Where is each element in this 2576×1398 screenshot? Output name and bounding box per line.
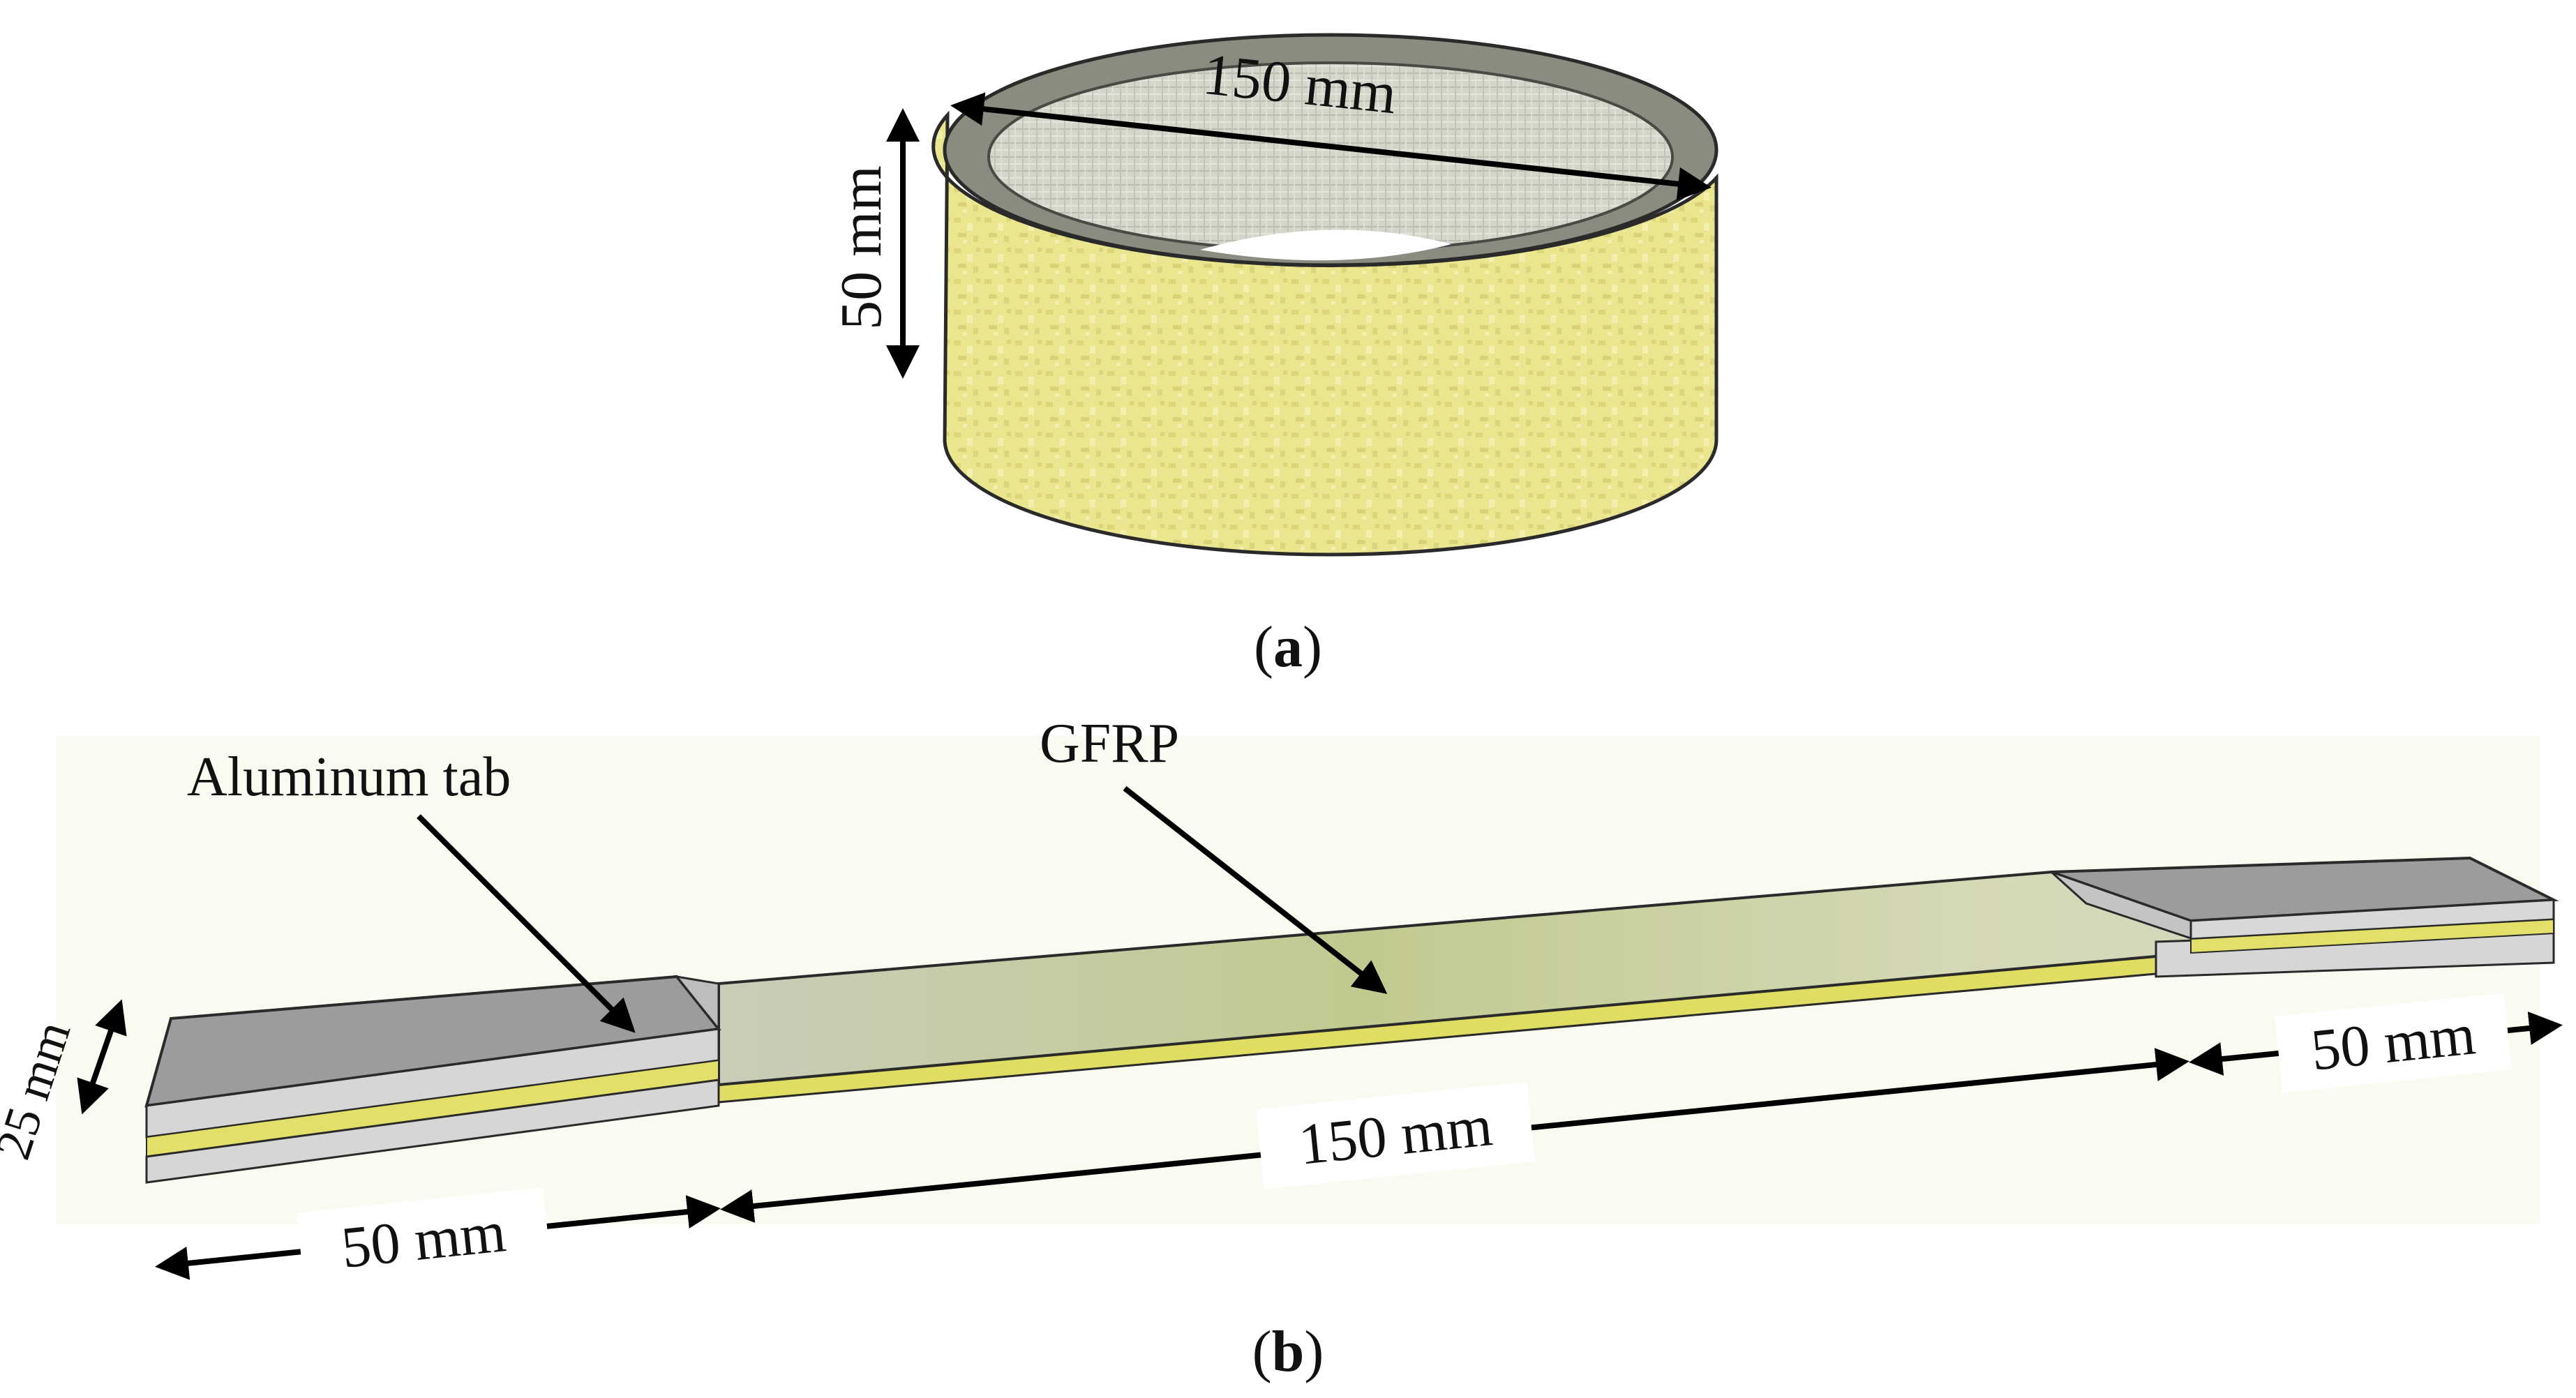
- right-tab-gfrp-layer: [2190, 918, 2554, 954]
- right-aluminum-tab: [2050, 856, 2559, 978]
- right-tab-length-dimension: 50 mm: [2189, 993, 2563, 1093]
- left-tab-lower-plate: [145, 1078, 720, 1184]
- left-tab-length-dimension: 50 mm: [155, 1187, 721, 1293]
- ring-bottom-opening: [1200, 230, 1451, 261]
- ring-height-label: 50 mm: [829, 165, 894, 330]
- ring-height-dimension: 50 mm: [829, 108, 920, 379]
- aluminum-tab-callout: Aluminum tab: [187, 746, 636, 1033]
- caption-a: (a): [1254, 615, 1322, 679]
- caption-b: (b): [1252, 1319, 1324, 1384]
- left-tab-bevel: [674, 975, 720, 1071]
- gfrp-callout: GFRP: [1040, 713, 1388, 994]
- aluminum-tab-label: Aluminum tab: [187, 746, 511, 808]
- gfrp-label: GFRP: [1040, 713, 1179, 774]
- gauge-length-dimension: 150 mm: [720, 1048, 2189, 1223]
- tensile-coupon: [144, 856, 2559, 1184]
- left-aluminum-tab: [144, 975, 721, 1184]
